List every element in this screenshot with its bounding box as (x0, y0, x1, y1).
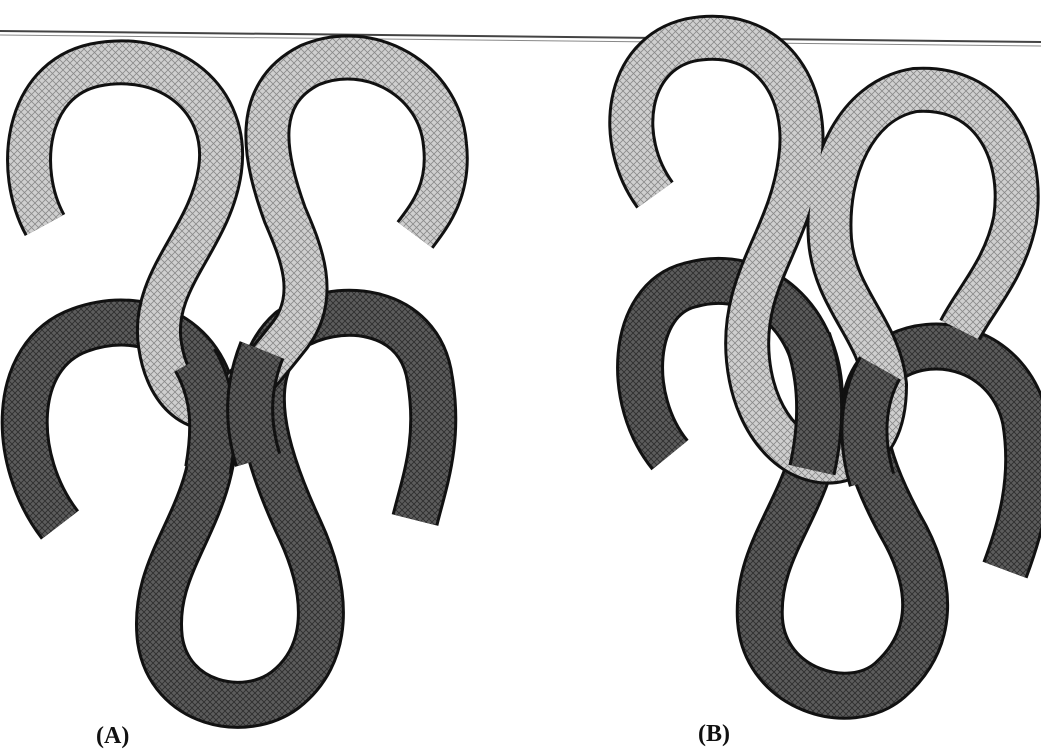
panel-a (25, 57, 446, 704)
panel-b (631, 38, 1028, 696)
panel-a-label: (A) (96, 724, 129, 748)
panel-b-label: (B) (698, 722, 730, 746)
